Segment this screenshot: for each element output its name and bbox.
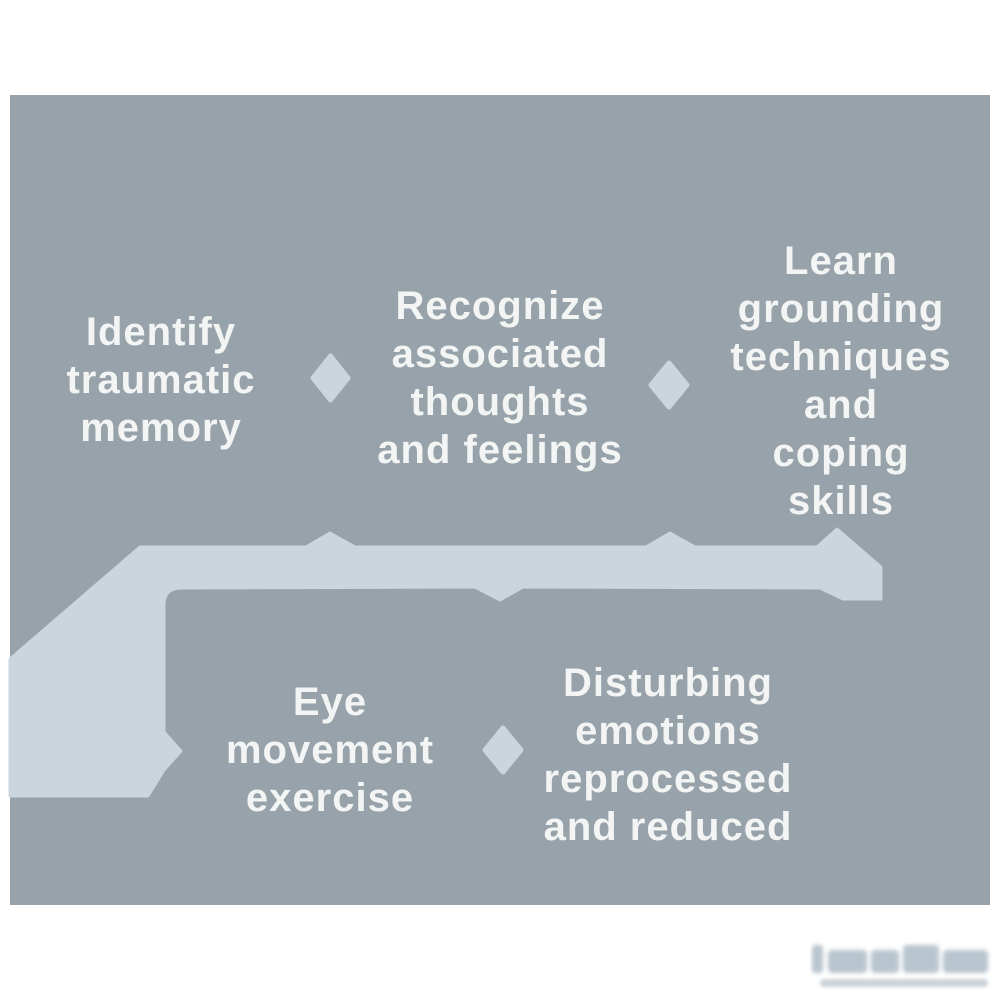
step-learn-grounding-techniques: Learn grounding techniques and coping sk…	[730, 239, 952, 523]
step-recognize-associated-thoughts: Recognize associated thoughts and feelin…	[377, 284, 623, 472]
logo-wordmark-blob	[812, 945, 988, 973]
step-eye-movement-exercise: Eye movement exercise	[225, 680, 435, 820]
step-disturbing-emotions-reprocessed: Disturbing emotions reprocessed and redu…	[543, 661, 793, 849]
logo-subline-blob	[820, 979, 988, 987]
brand-watermark	[810, 938, 996, 990]
step-identify-traumatic-memory: Identify traumatic memory	[66, 310, 256, 450]
blurred-logo-icon	[812, 945, 988, 987]
